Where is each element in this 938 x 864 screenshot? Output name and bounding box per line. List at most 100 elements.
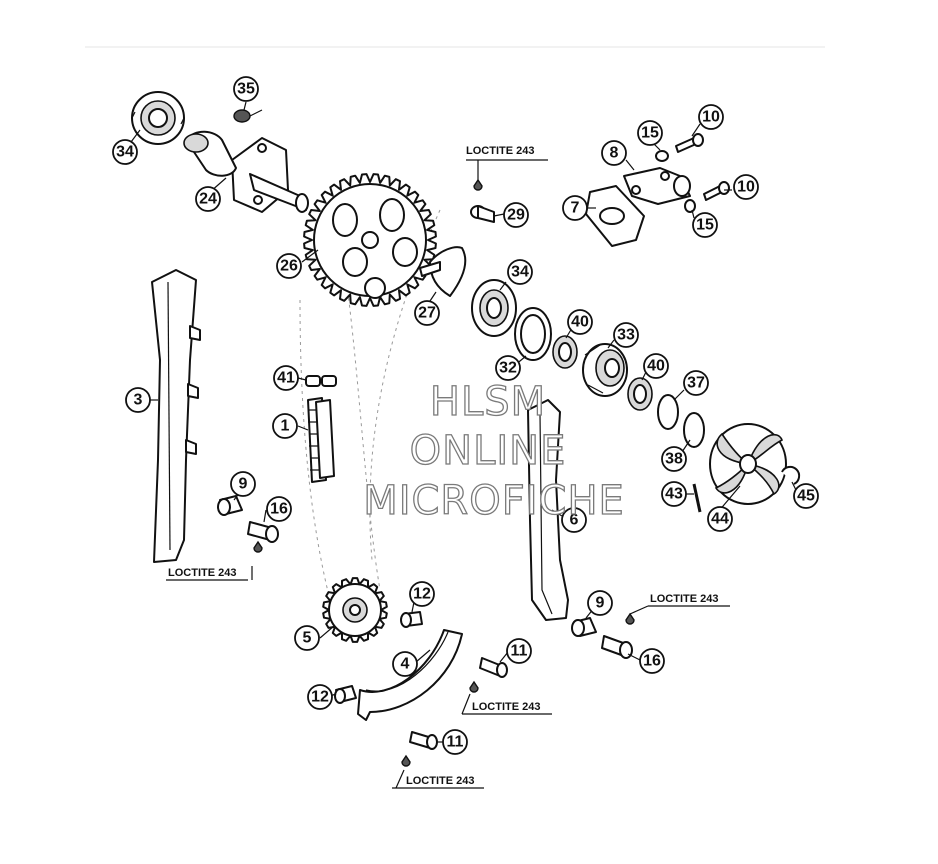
callout-40-right: 40 [643,353,669,379]
svg-text:26: 26 [280,258,298,275]
callout-1: 1 [272,413,298,439]
svg-text:37: 37 [687,375,705,392]
callout-4: 4 [392,651,418,677]
watermark: HLSM ONLINE MICROFICHE [363,378,625,524]
impeller-44-part [709,423,787,505]
large-sprocket-part [303,173,437,307]
callout-45: 45 [793,483,819,509]
chain-1-part [307,397,335,483]
svg-text:24: 24 [199,191,217,208]
callout-43: 43 [661,481,687,507]
svg-text:45: 45 [797,488,815,505]
shaft-assembly-part [183,130,309,213]
svg-text:27: 27 [418,305,436,322]
callout-24: 24 [195,186,221,212]
svg-text:35: 35 [237,81,255,98]
svg-text:11: 11 [447,734,464,751]
svg-text:3: 3 [134,392,143,409]
bolt-11-lower-part [401,731,438,767]
svg-text:6: 6 [570,512,579,529]
link-41-part [305,375,337,387]
guide-4-part [357,629,463,721]
loctite-label-bottom: LOCTITE 243 [392,769,484,789]
o-ring-37-part [657,394,679,430]
bolt-16-left-part [247,521,279,553]
callout-15-bottom: 15 [692,212,718,238]
sleeve-9-left-part [217,495,243,516]
svg-text:7: 7 [571,200,580,217]
callout-16-right: 16 [639,648,665,674]
sleeve-12-upper-part [400,611,423,628]
callout-37: 37 [683,370,709,396]
svg-text:34: 34 [511,264,529,281]
callout-15-top: 15 [637,120,663,146]
callout-10-bottom: 10 [733,174,759,200]
svg-text:10: 10 [702,109,720,126]
svg-text:40: 40 [571,314,589,331]
callout-44: 44 [707,506,733,532]
ring-32-part [514,307,552,361]
svg-text:10: 10 [737,179,755,196]
callout-27: 27 [414,300,440,326]
svg-text:LOCTITE 243: LOCTITE 243 [650,593,718,605]
chain-path-guide [299,209,441,601]
guide-27-part [419,246,467,297]
callout-40-left: 40 [567,309,593,335]
svg-text:29: 29 [507,207,525,224]
svg-text:38: 38 [665,451,683,468]
bearing-middle-part [471,279,517,337]
svg-text:LOCTITE 243: LOCTITE 243 [406,775,474,787]
tensioner-part [585,167,691,247]
washer-15-lower-part [684,199,696,213]
callout-12-upper: 12 [409,581,435,607]
svg-text:LOCTITE 243: LOCTITE 243 [466,145,534,157]
loctite-label-top: LOCTITE 243 [466,145,548,180]
loctite-label-left: LOCTITE 243 [166,566,253,581]
callout-11-lower: 11 [442,729,468,755]
callout-3: 3 [125,387,151,413]
washer-15-upper-part [655,150,669,162]
callout-8: 8 [601,140,627,166]
bolt-10-upper-part [675,133,704,153]
bearing-40-left-part [552,335,578,369]
small-sprocket-part [322,577,388,643]
svg-text:ONLINE: ONLINE [410,428,567,474]
svg-text:43: 43 [665,486,683,503]
sleeve-12-lower-part [334,685,357,704]
loctite-label-center: LOCTITE 243 [461,693,552,715]
callout-34-top: 34 [112,139,138,165]
svg-text:16: 16 [270,501,288,518]
callout-35: 35 [233,76,259,102]
svg-text:11: 11 [511,643,528,660]
svg-text:4: 4 [401,656,410,673]
svg-text:9: 9 [239,476,248,493]
bolt-29-part [470,178,495,223]
callout-11-upper: 11 [506,638,532,664]
callout-9-left: 9 [230,471,256,497]
svg-text:40: 40 [647,358,665,375]
svg-text:9: 9 [596,595,605,612]
bearing-40-right-part [627,377,653,411]
callout-5: 5 [294,625,320,651]
bolt-11-upper-part [469,657,508,693]
sleeve-9-right-part [571,617,597,637]
svg-text:32: 32 [499,360,517,377]
bearing-part [131,91,185,145]
svg-text:15: 15 [696,217,714,234]
svg-text:44: 44 [711,511,729,528]
callout-10-top: 10 [698,104,724,130]
callout-16-left: 16 [266,496,292,522]
svg-text:LOCTITE 243: LOCTITE 243 [168,567,236,579]
svg-text:1: 1 [281,418,290,435]
guide-rail-3-part [151,269,201,563]
svg-text:15: 15 [641,125,659,142]
svg-text:8: 8 [610,145,619,162]
callout-41: 41 [273,365,299,391]
callout-32: 32 [495,355,521,381]
svg-text:12: 12 [413,586,431,603]
spring-part [233,109,263,123]
svg-text:LOCTITE 243: LOCTITE 243 [472,701,540,713]
pulley-33-part [582,343,628,397]
callout-7: 7 [562,195,588,221]
